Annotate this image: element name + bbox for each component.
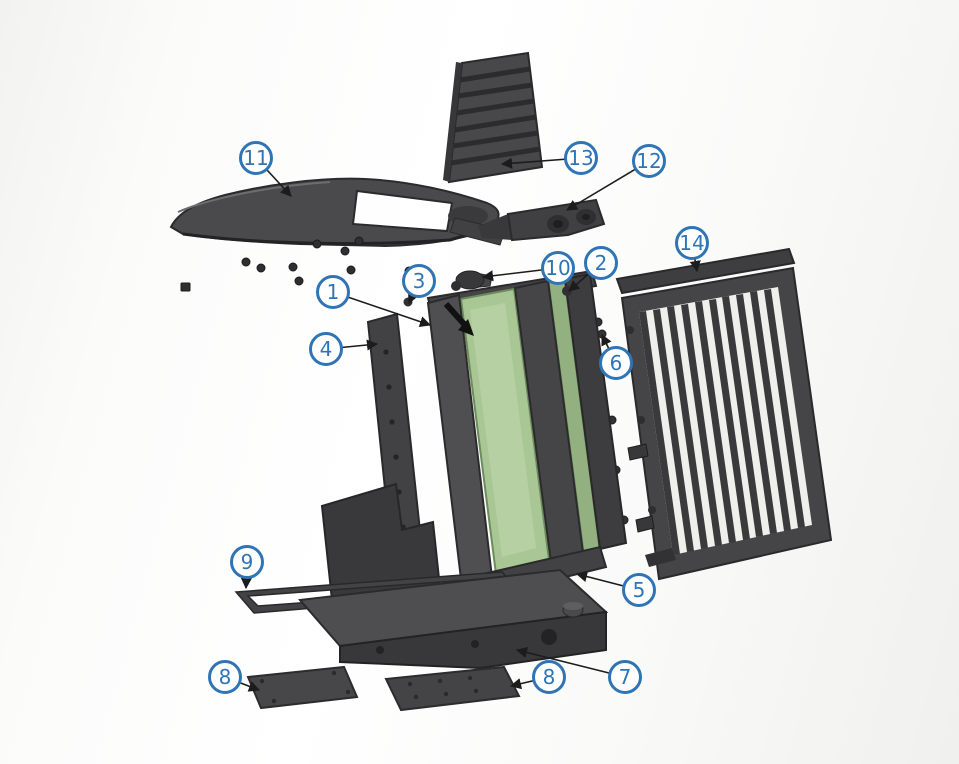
callout-8-right: 8 (532, 660, 566, 694)
callout-1: 1 (316, 275, 350, 309)
callout-13: 13 (564, 141, 598, 175)
part-11-roof-panel (169, 177, 506, 248)
callout-2: 2 (584, 246, 618, 280)
part-7-base-platform (298, 568, 609, 670)
part-14-grille (615, 247, 833, 581)
callout-4: 4 (309, 332, 343, 366)
callout-8-left: 8 (208, 660, 242, 694)
callout-3: 3 (402, 264, 436, 298)
part-13-ribbed-panel (443, 51, 544, 184)
callout-11: 11 (239, 141, 273, 175)
fastener-bolts (180, 236, 422, 292)
callout-5: 5 (622, 573, 656, 607)
callout-12: 12 (632, 144, 666, 178)
callout-9: 9 (230, 545, 264, 579)
callout-6: 6 (599, 346, 633, 380)
part-8-floor-mats (246, 665, 521, 712)
callout-14: 14 (675, 226, 709, 260)
callout-7-leader (515, 647, 626, 678)
direction-arrow (443, 301, 474, 336)
callout-1-leader (332, 291, 432, 328)
callout-10: 10 (541, 251, 575, 285)
frame-assembly (403, 269, 628, 602)
callout-7: 7 (608, 660, 642, 694)
